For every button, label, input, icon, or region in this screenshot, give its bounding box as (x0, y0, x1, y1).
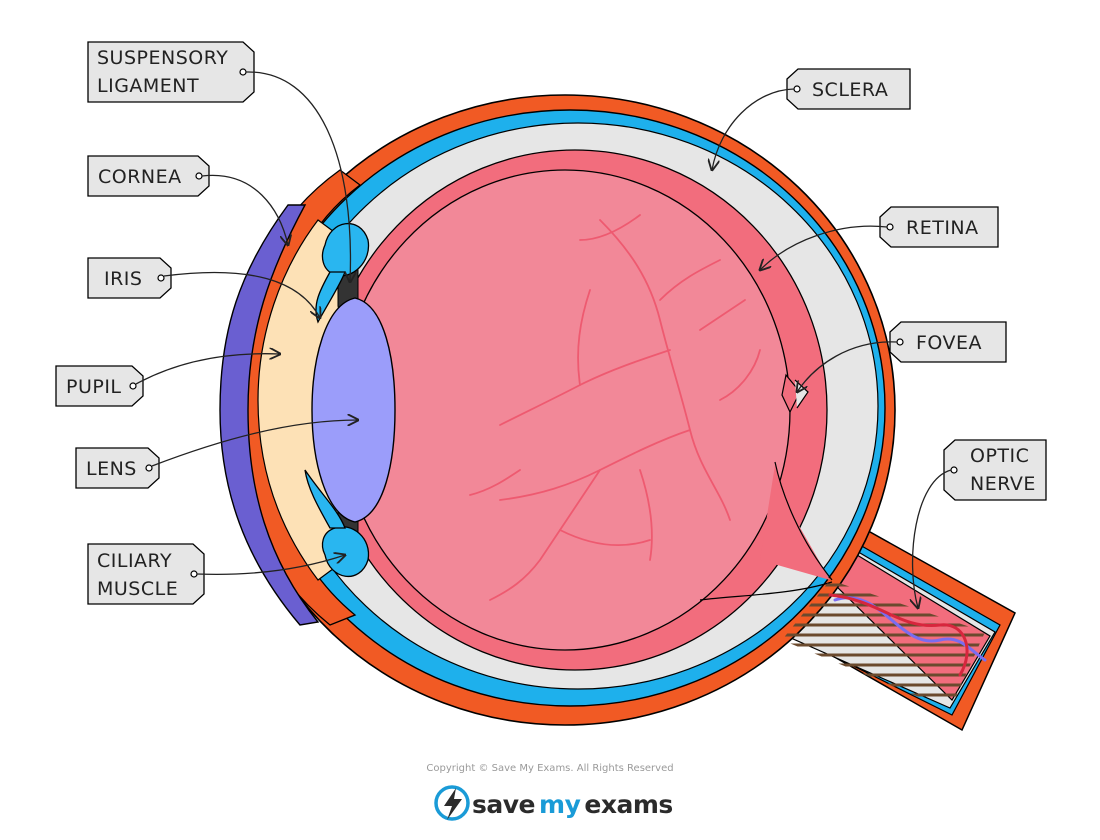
ciliary-muscle-top (315, 223, 370, 324)
label-cornea-text: CORNEA (98, 166, 182, 188)
label-optic-line1: OPTIC (970, 445, 1029, 467)
label-lens: LENS (75, 447, 160, 489)
label-fovea: FOVEA (889, 321, 1007, 363)
label-sclera-text: SCLERA (812, 79, 888, 101)
brand-save: save (472, 790, 535, 819)
lens (311, 297, 396, 523)
label-ciliary-line1: CILIARY (97, 550, 172, 572)
label-pupil: PUPIL (55, 365, 144, 407)
label-optic-line2: NERVE (970, 473, 1036, 495)
brand-exams: exams (584, 790, 672, 819)
label-iris-text: IRIS (104, 268, 142, 290)
cornea (219, 204, 320, 626)
label-ciliary-line2: MUSCLE (97, 578, 178, 600)
label-retina-text: RETINA (906, 217, 979, 239)
optic-blood-vessels (828, 593, 987, 677)
label-iris: IRIS (87, 257, 172, 299)
ciliary-muscle-bottom (304, 469, 370, 577)
label-optic-nerve: OPTIC NERVE (943, 439, 1047, 501)
brand-my: my (539, 790, 581, 819)
label-fovea-text: FOVEA (916, 332, 982, 354)
vitreous-humour (339, 169, 791, 651)
label-retina: RETINA (879, 206, 999, 248)
label-ciliary-muscle: CILIARY MUSCLE (87, 543, 205, 605)
label-sclera: SCLERA (786, 68, 911, 110)
copyright-text: Copyright © Save My Exams. All Rights Re… (426, 763, 673, 774)
label-pupil-text: PUPIL (66, 376, 122, 398)
blood-vessels (469, 214, 761, 601)
label-cornea: CORNEA (87, 155, 210, 197)
label-suspensory-line2: LIGAMENT (97, 75, 199, 97)
lightning-logo-icon (434, 785, 470, 821)
label-suspensory-ligament: SUSPENSORY LIGAMENT (87, 41, 255, 103)
label-suspensory-line1: SUSPENSORY (97, 47, 228, 69)
label-lens-text: LENS (86, 458, 137, 480)
